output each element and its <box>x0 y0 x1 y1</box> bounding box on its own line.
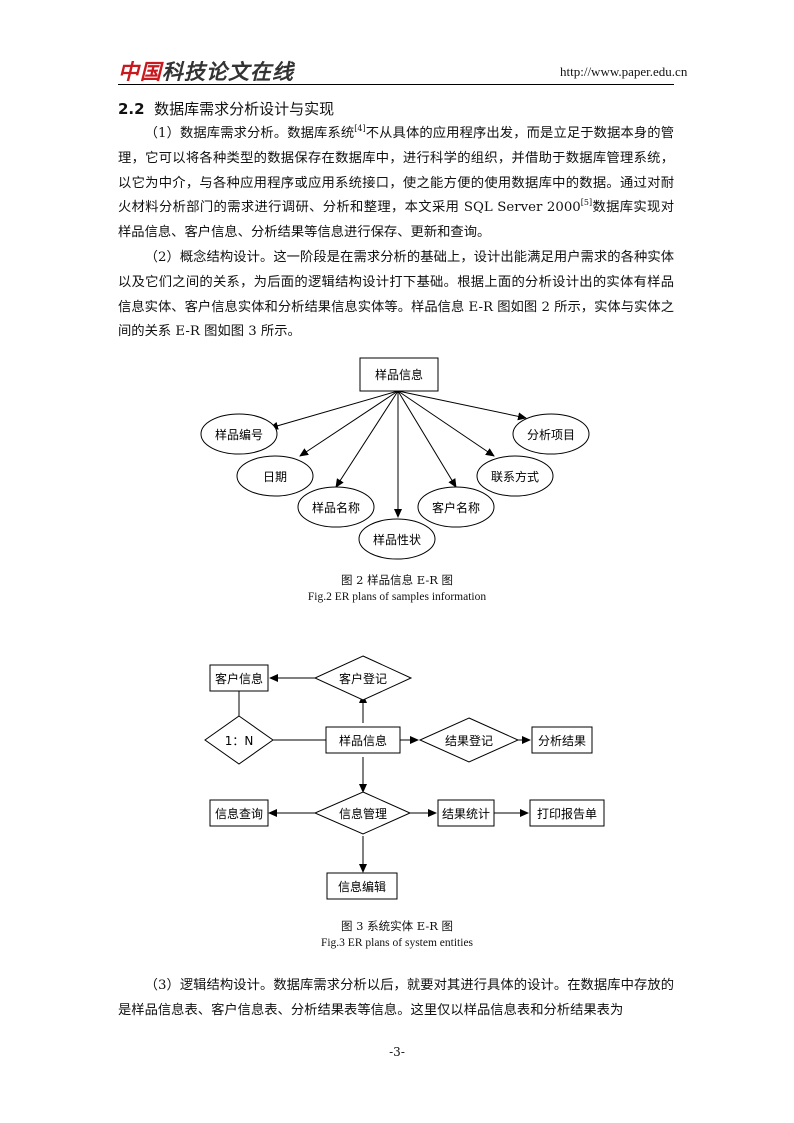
attr-label: 客户名称 <box>432 500 480 515</box>
node-label: 1：N <box>225 734 254 748</box>
header-url: http://www.paper.edu.cn <box>560 64 688 79</box>
attr-label: 样品名称 <box>312 500 360 515</box>
attr-label: 日期 <box>263 470 287 484</box>
attr-customer-name <box>417 486 495 528</box>
entity-info-query <box>209 799 269 827</box>
relation-info-management <box>313 791 412 835</box>
node-label: 结果统计 <box>442 807 490 821</box>
attr-label: 联系方式 <box>491 469 539 484</box>
attr-contact <box>476 455 554 497</box>
figure-3-caption-cn: 图 3 系统实体 E-R 图 <box>340 919 454 933</box>
node-label: 信息编辑 <box>338 879 386 894</box>
node-label: 结果登记 <box>445 733 493 748</box>
attr-date <box>236 455 314 497</box>
paragraph-logical: （3）逻辑结构设计。数据库需求分析以后，就要对其进行具体的设计。在数据库中存放的… <box>118 978 674 1018</box>
figure-2-caption-cn: 图 2 样品信息 E-R 图 <box>340 573 454 587</box>
section-heading: 2.2 数据库需求分析设计与实现 <box>118 98 334 119</box>
node-label: 打印报告单 <box>537 806 597 821</box>
figure-3-caption-en: Fig.3 ER plans of system entities <box>320 937 474 949</box>
attr-analysis-item <box>512 413 590 455</box>
paragraph-conceptual: （2）概念结构设计。这一阶段是在需求分析的基础上，设计出能满足用户需求的各种实体… <box>118 249 674 340</box>
node-label: 分析结果 <box>538 734 586 748</box>
attr-sample-name <box>297 486 375 528</box>
section-number: 2.2 <box>118 100 145 118</box>
body-text-top: （1）数据库需求分析。数据库系统[4]不从具体的应用程序出发，而是立足于数据本身… <box>118 122 674 345</box>
paragraph-requirements: （1）数据库需求分析。数据库系统[4]不从具体的应用程序出发，而是立足于数据本身… <box>118 124 674 241</box>
relation-customer-register <box>313 655 413 701</box>
entity-analysis-result <box>531 726 593 754</box>
attr-sample-trait <box>358 518 436 560</box>
figure-3-system-er-diagram: 客户信息 客户登记 1：N 样品信息 结果登记 分析结果 信息查询 信息管理 结… <box>204 655 605 900</box>
relation-result-register <box>418 717 520 763</box>
entity-result-stats <box>437 799 495 827</box>
relation-ratio <box>204 715 274 765</box>
citation-5: [5] <box>580 198 593 208</box>
attr-label: 样品编号 <box>215 427 263 442</box>
body-text-bottom: （3）逻辑结构设计。数据库需求分析以后，就要对其进行具体的设计。在数据库中存放的… <box>118 974 674 1024</box>
entity-info-edit <box>326 872 398 900</box>
node-label: 客户信息 <box>215 671 263 686</box>
figure-2-er-diagram: 样品信息 样品编号 日期 样品名称 样品性状 客户名称 联系方式 分析项目 <box>200 357 590 560</box>
page-number: -3- <box>389 1045 405 1059</box>
attr-label: 分析项目 <box>527 428 575 442</box>
node-label: 信息管理 <box>339 806 387 821</box>
figure-2-caption-en: Fig.2 ER plans of samples information <box>307 591 487 603</box>
attr-sample-number <box>200 413 278 455</box>
node-label: 信息查询 <box>215 806 263 821</box>
citation-4: [4] <box>354 124 366 133</box>
node-label: 样品信息 <box>339 733 387 748</box>
node-label: 客户登记 <box>339 671 387 686</box>
attr-label: 样品性状 <box>373 532 421 547</box>
entity-customer-info <box>209 664 269 692</box>
entity-sample-info <box>325 726 401 754</box>
journal-logo: 中国科技论文在线 <box>118 60 294 84</box>
header-divider <box>118 84 674 85</box>
entity-sample-info-label: 样品信息 <box>375 367 423 382</box>
entity-sample-info <box>359 357 439 392</box>
section-title: 数据库需求分析设计与实现 <box>154 100 335 118</box>
entity-print-report <box>529 799 605 827</box>
